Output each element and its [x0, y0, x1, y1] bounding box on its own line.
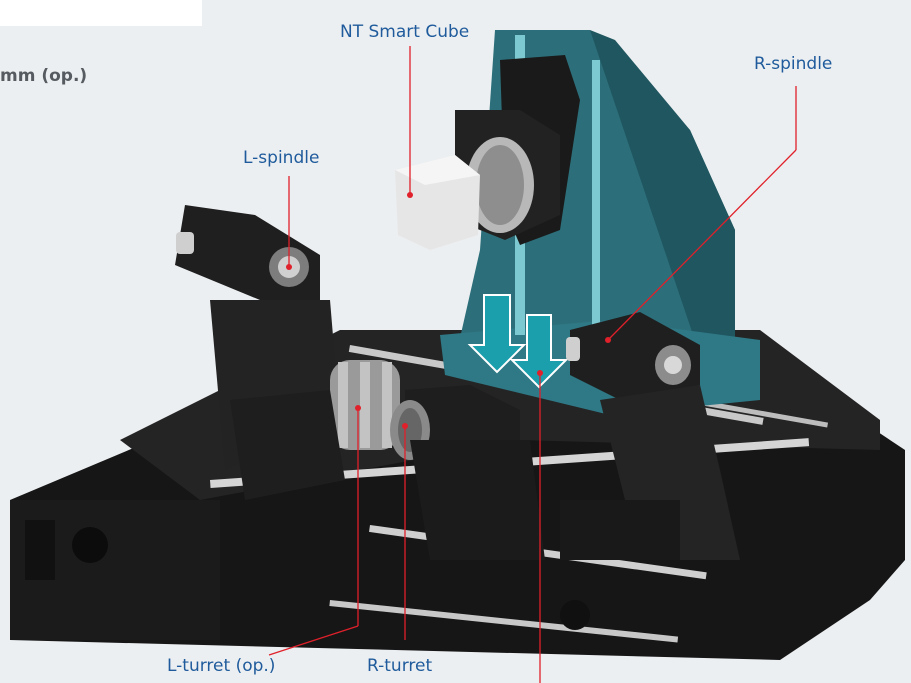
column-side	[590, 30, 735, 385]
label-nt-smart-cube: NT Smart Cube	[340, 22, 470, 42]
bed-front-left	[10, 500, 220, 640]
label-r-turret: R-turret	[367, 656, 433, 676]
label-l-spindle: L-spindle	[243, 148, 320, 168]
label-r-spindle: R-spindle	[754, 54, 833, 74]
down-arrow-right	[509, 314, 569, 389]
header-box	[0, 0, 202, 26]
label-l-turret: L-turret (op.)	[167, 656, 276, 676]
down-arrow-left	[467, 294, 527, 374]
header-fragment: mm (op.)	[0, 66, 88, 86]
